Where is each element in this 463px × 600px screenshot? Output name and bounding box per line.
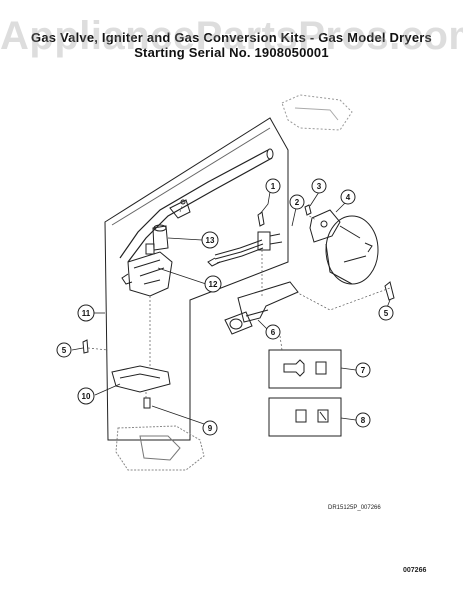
diagram-title-line2: Starting Serial No. 1908050001	[134, 45, 329, 60]
svg-text:11: 11	[82, 309, 91, 318]
igniter-mount-4	[309, 209, 341, 243]
svg-text:9: 9	[208, 424, 213, 433]
callout-5-right: 5	[378, 305, 394, 321]
screw-5-left	[82, 339, 89, 354]
svg-text:5: 5	[62, 346, 67, 355]
conversion-kit-box-7	[268, 349, 342, 389]
watermark: AppliancePartsPros.com	[0, 14, 463, 58]
callout-9: 9	[202, 420, 218, 436]
svg-text:2: 2	[295, 198, 300, 207]
base-frame	[115, 425, 205, 471]
callout-2: 2	[289, 194, 305, 210]
mounting-bracket-10	[111, 365, 171, 393]
callout-8: 8	[355, 412, 371, 428]
svg-text:4: 4	[346, 193, 351, 202]
callout-11: 11	[77, 304, 95, 322]
callout-13: 13	[201, 231, 219, 249]
sensor-bracket-6	[237, 281, 299, 323]
conversion-kit-box-8	[268, 397, 342, 437]
screw-3	[304, 204, 312, 216]
callout-7: 7	[355, 362, 371, 378]
frame-outline-top	[281, 94, 353, 131]
burner-tube	[119, 149, 269, 259]
screw-9	[143, 397, 151, 409]
svg-text:13: 13	[206, 236, 215, 245]
svg-text:8: 8	[361, 416, 366, 425]
svg-text:7: 7	[361, 366, 366, 375]
callout-3: 3	[311, 178, 327, 194]
screw-1	[257, 211, 265, 227]
callout-5-left: 5	[56, 342, 72, 358]
callout-1: 1	[265, 178, 281, 194]
callout-12: 12	[204, 275, 222, 293]
wire-harness	[214, 239, 264, 264]
svg-text:12: 12	[209, 280, 218, 289]
svg-text:5: 5	[384, 309, 389, 318]
diagram-title-line1: Gas Valve, Igniter and Gas Conversion Ki…	[31, 30, 432, 45]
callout-4: 4	[340, 189, 356, 205]
svg-text:10: 10	[82, 392, 91, 401]
valve-coil	[152, 225, 169, 251]
drawing-reference-code: DR15125P_007266	[328, 505, 381, 511]
svg-text:3: 3	[317, 182, 322, 191]
svg-text:6: 6	[271, 328, 276, 337]
callout-10: 10	[77, 387, 95, 405]
diagram-number: 007266	[403, 567, 427, 574]
callout-6: 6	[265, 324, 281, 340]
screw-5-right	[384, 281, 395, 301]
gas-valve	[127, 251, 173, 297]
burner-bracket-panel	[104, 117, 289, 441]
svg-text:1: 1	[271, 182, 276, 191]
